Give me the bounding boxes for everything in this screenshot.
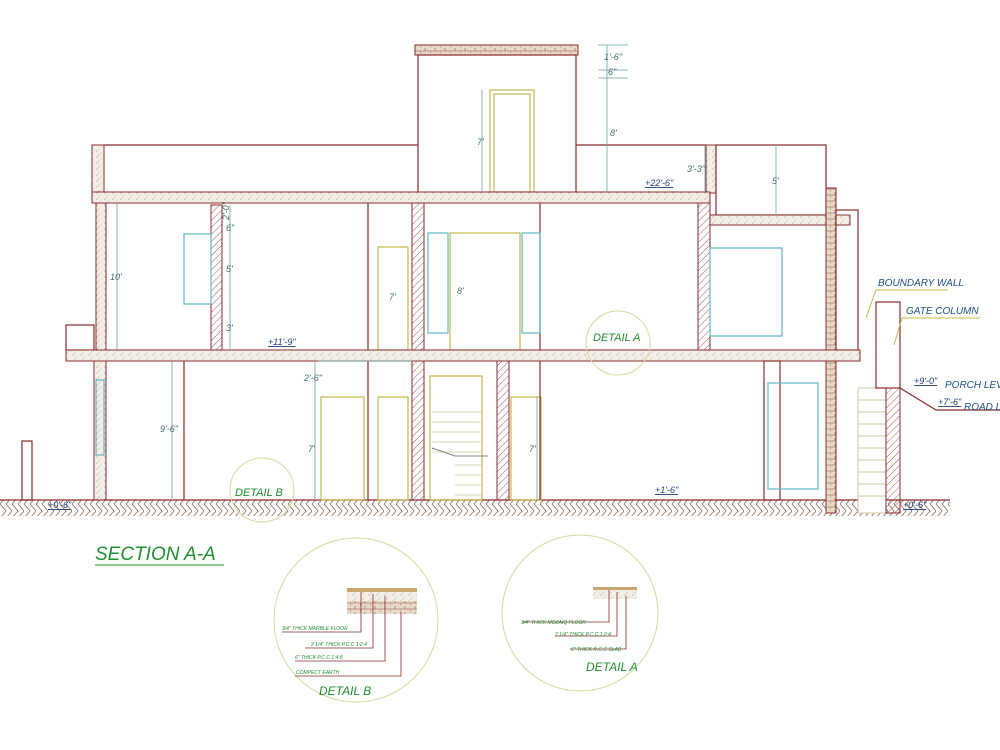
detail-a-circle (501, 534, 659, 692)
boundary-wall-top (835, 209, 859, 351)
detail-b-leaders (282, 592, 402, 677)
gf-door-3 (510, 396, 542, 501)
section-title: SECTION A-A (95, 544, 216, 565)
detail-b-layer-1: 3/4" THICK MARBLE FLOOR (282, 626, 348, 632)
mumty-cap (414, 44, 579, 56)
dim-parapet-6: 6" (608, 67, 617, 77)
ff-wall-1 (210, 204, 223, 351)
detail-a-layer-3: 6" THICK R.C.C SLAB (571, 647, 622, 653)
ff-window-right (709, 247, 783, 337)
dim-parapet-cap: 1'-6" (604, 52, 623, 62)
porch-steps (857, 387, 901, 514)
gf-door-1 (320, 396, 365, 501)
left-parapet (91, 144, 105, 194)
level-porch: +9'-0" (914, 376, 938, 386)
dim-gf-door-left: 7' (308, 444, 315, 454)
detail-a-floor (593, 587, 637, 590)
staircase (429, 375, 488, 501)
detail-a-marker-circle (585, 310, 651, 376)
dim-mumty-height: 8' (610, 128, 617, 138)
detail-b-title: DETAIL B (319, 684, 371, 698)
level-road: +7'-6" (938, 397, 962, 407)
detail-a-marker: DETAIL A (593, 332, 640, 344)
ff-window-left (183, 233, 212, 305)
gf-wall-2 (496, 360, 510, 501)
dim-lintel-2: 2'-0" (221, 201, 231, 221)
gate-column-leader (893, 317, 980, 346)
level-first-floor: +11'-9" (268, 337, 296, 347)
detail-b-layer-2: 2 1/4" THICK P.C.C 1:2:4 (310, 642, 367, 648)
gf-window-left (95, 379, 105, 456)
mumty-door-inner (493, 93, 531, 193)
detail-b-pcc (347, 592, 417, 601)
gf-right-wall (763, 360, 781, 501)
detail-a-slab (593, 590, 637, 599)
dim-sill-3: 3' (226, 323, 233, 333)
dim-parapet-height: 3'-3" (687, 164, 706, 174)
ff-wall-2 (411, 202, 425, 351)
right-upper-block (715, 144, 827, 216)
ground-hatch (0, 500, 950, 516)
dim-lintel-6: 6" (226, 223, 235, 233)
dim-gf-door-right: 7' (529, 444, 536, 454)
level-ground-right: +0'-6" (903, 500, 927, 510)
road-profile (899, 387, 1000, 411)
level-plinth: +1'-6" (655, 485, 679, 495)
ff-left-wall (95, 202, 107, 351)
dim-ff-opening: 8' (457, 286, 464, 296)
level-ground-left: +0'-6" (48, 500, 72, 510)
detail-b-earth (347, 601, 417, 614)
detail-b-circle (273, 537, 439, 703)
detail-b-floor (347, 588, 417, 592)
gate-column (875, 301, 901, 389)
detail-a-layer-2: 2 1/4" THICK P.C.C 1:2:4 (554, 632, 611, 638)
detail-a-layer-1: 3/4" THICK MOZAIQ FLOOR (521, 620, 586, 626)
dimension-lines (116, 44, 777, 500)
ff-window-mid-2 (521, 232, 541, 334)
dim-window-5: 5' (226, 264, 233, 274)
label-road-level: ROAD LEVEL (964, 402, 1000, 413)
ff-wall-3 (697, 202, 711, 351)
detail-a-title: DETAIL A (586, 660, 638, 674)
right-parapet (705, 144, 717, 194)
ff-window-mid (427, 232, 449, 334)
dim-mumty-door: 7' (477, 137, 484, 147)
roof-slab (91, 191, 711, 204)
gf-wall-1 (411, 360, 425, 501)
detail-a-leaders (522, 590, 627, 650)
mumty-door (489, 89, 535, 193)
gf-window-right (767, 382, 819, 490)
gf-door-2 (377, 396, 409, 501)
boundary-wall-leader (865, 289, 948, 319)
label-porch-level: PORCH LEVEL (945, 380, 1000, 391)
detail-b-layer-3: 6" THICK P.C.C 1:4:8 (295, 655, 343, 661)
dim-ff-height: 10' (110, 272, 122, 282)
balcony-rail (65, 324, 95, 351)
mumty-room (417, 54, 577, 194)
detail-b-marker-circle (229, 457, 295, 523)
label-gate-column: GATE COLUMN (906, 306, 979, 317)
dim-right-parapet: 5' (772, 176, 779, 186)
left-post (21, 440, 33, 501)
first-floor-slab (65, 349, 861, 362)
dim-gf-height: 9'-6" (160, 424, 179, 434)
detail-b-layer-4: COMPECT EARTH (296, 670, 340, 676)
dim-gf-lintel: 2'-6" (303, 373, 323, 383)
level-roof: +22'-6" (645, 178, 674, 188)
detail-b-marker: DETAIL B (235, 487, 283, 499)
label-boundary-wall: BOUNDARY WALL (878, 278, 964, 289)
dim-ff-door: 7' (389, 292, 396, 302)
gf-left-wall (93, 360, 107, 501)
